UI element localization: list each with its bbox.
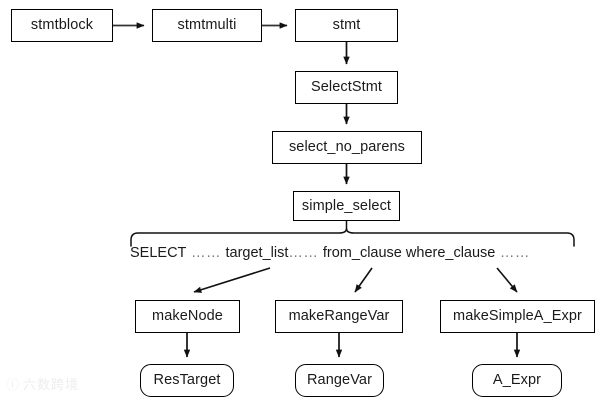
node-a-expr[interactable]: A_Expr [472,364,562,397]
node-rangevar-label: RangeVar [306,372,373,389]
clause-dots-2: …… [288,245,323,261]
node-simple-select-label: simple_select [301,197,392,214]
node-stmt[interactable]: stmt [295,9,398,42]
edge-from-clause-to-makerangevar [354,267,373,293]
node-selectstmt[interactable]: SelectStmt [295,71,398,104]
edge-target-list-to-makenode [193,267,271,293]
clause-target-list: target_list [225,245,289,261]
node-stmtblock-label: stmtblock [30,17,94,34]
node-rangevar[interactable]: RangeVar [295,364,384,397]
watermark-text: 六数跨境 [23,378,80,393]
node-makenode-label: makeNode [152,308,223,325]
node-select-no-parens-label: select_no_parens [288,139,406,156]
node-makenode[interactable]: makeNode [135,300,240,333]
node-makerangevar[interactable]: makeRangeVar [275,300,403,333]
node-restarget-label: ResTarget [153,372,221,389]
node-stmtmulti[interactable]: stmtmulti [152,9,262,42]
node-makesimplea-expr-label: makeSimpleA_Expr [453,308,582,325]
watermark: ⓘ 六数跨境 [6,379,79,392]
node-selectstmt-label: SelectStmt [310,79,383,96]
node-makesimplea-expr[interactable]: makeSimpleA_Expr [440,300,595,333]
clause-where-clause: where_clause [401,245,496,261]
clause-from-clause: from_clause [322,245,402,261]
node-select-no-parens[interactable]: select_no_parens [272,131,422,164]
clause-expansion-line: SELECT …… target_list…… from_clause wher… [130,246,530,261]
node-stmtmulti-label: stmtmulti [177,17,237,34]
node-simple-select[interactable]: simple_select [293,191,400,221]
clause-dots-3: …… [495,245,530,261]
node-a-expr-label: A_Expr [492,372,542,389]
clause-dots-1: …… [186,245,226,261]
watermark-logo-icon: ⓘ [6,378,20,393]
node-makerangevar-label: makeRangeVar [288,308,390,325]
edge-where-clause-to-makesimplea-expr [496,267,518,293]
node-stmt-label: stmt [332,17,361,34]
expansion-brace [130,228,575,247]
clause-select-keyword: SELECT [130,245,187,261]
node-restarget[interactable]: ResTarget [140,364,234,397]
node-stmtblock[interactable]: stmtblock [11,9,113,42]
